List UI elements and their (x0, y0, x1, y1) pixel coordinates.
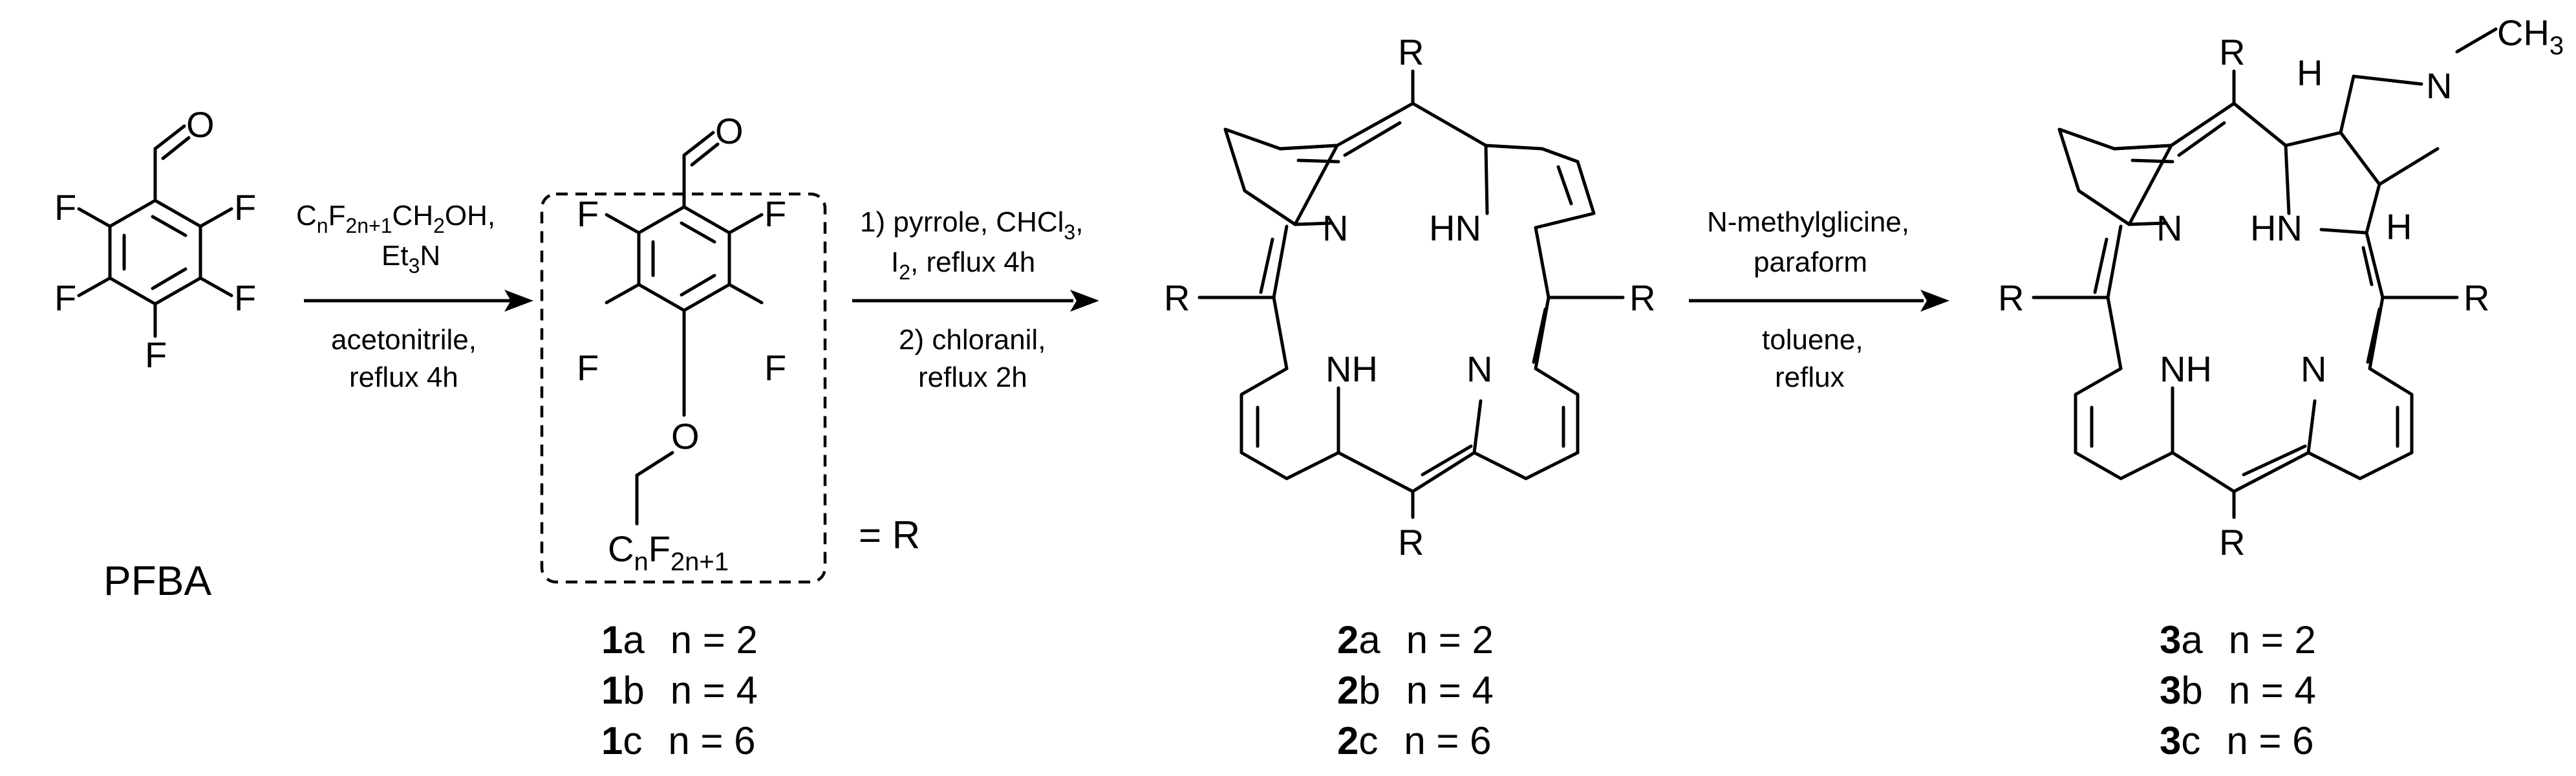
chlorin-3-methyl: CH3 (2497, 12, 2564, 60)
step2-line2: I2, reflux 4h (891, 246, 1035, 284)
step3-line1: N-methylglicine, (1707, 206, 1909, 238)
step1-condition-line2: reflux 4h (349, 361, 458, 393)
step3-line3: toluene, (1762, 324, 1863, 356)
r-chain-formula: CnF2n+1 (608, 528, 729, 576)
pfba-f-atom: F (54, 187, 76, 228)
porphyrin-2-hn-atom: HN (1429, 208, 1481, 248)
pfba-f-atom: F (234, 277, 256, 318)
reaction-arrow-3-head (1920, 290, 1949, 312)
chlorin-3-n-methyl: N (2426, 65, 2452, 106)
pfba-structure (77, 124, 233, 338)
step2-line1: 1) pyrrole, CHCl3, (860, 206, 1083, 244)
chlorin-3-structure (2032, 27, 2498, 519)
chlorin-3-n-atom: N (2301, 349, 2326, 389)
compound-1-o-ether: O (671, 416, 700, 457)
porphyrin-2-r-group: R (1164, 277, 1190, 318)
chlorin-3-r-group: R (1998, 277, 2024, 318)
chlorin-3-nh-atom: NH (2160, 349, 2212, 389)
step1-reagent-line2: Et3N (381, 240, 440, 277)
compound-1-o-carbonyl: O (715, 111, 744, 151)
step3-line4: reflux (1775, 361, 1845, 393)
porphyrin-2-nh-atom: NH (1326, 349, 1378, 389)
chlorin-3-r-group: R (2219, 32, 2245, 72)
chlorin-3-h-atom: H (2297, 52, 2323, 93)
r-definition-equals: = R (859, 513, 920, 557)
reaction-arrow-1-head (504, 290, 533, 312)
porphyrin-2-r-group: R (1398, 32, 1424, 72)
step2-line3: 2) chloranil, (899, 324, 1046, 356)
pfba-f-atom: F (234, 187, 256, 228)
chlorin-3-h-atom: H (2386, 206, 2412, 247)
pfba-f-atom: F (145, 334, 167, 375)
porphyrin-2-r-group: R (1398, 522, 1424, 563)
reaction-arrow-2-head (1070, 290, 1099, 312)
compound-1-structure (605, 131, 764, 526)
chlorin-3-n-atom: N (2156, 208, 2182, 248)
step1-reagent-line1: CnF2n+1CH2OH, (296, 200, 495, 237)
compound-1-f-atom: F (764, 193, 786, 234)
compound-1-f-atom: F (577, 347, 599, 388)
compound-1-f-atom: F (764, 347, 786, 388)
porphyrin-2-n-atom: N (1322, 208, 1348, 248)
porphyrin-2-n-atom: N (1466, 349, 1492, 389)
porphyrin-2-r-group: R (1629, 277, 1655, 318)
chlorin-3-hn-atom: HN (2250, 208, 2302, 248)
chlorin-3-r-group: R (2463, 277, 2489, 318)
chlorin-3-r-group: R (2219, 522, 2245, 563)
step3-line2: paraform (1754, 246, 1867, 278)
compound-1-f-atom: F (577, 193, 599, 234)
pfba-f-atom: F (54, 277, 76, 318)
pfba-label: PFBA (103, 557, 211, 604)
porphyrin-2-structure (1197, 69, 1625, 519)
pfba-o-atom: O (186, 104, 215, 145)
step2-line4: reflux 2h (918, 361, 1027, 393)
step1-condition-line1: acetonitrile, (331, 324, 477, 356)
